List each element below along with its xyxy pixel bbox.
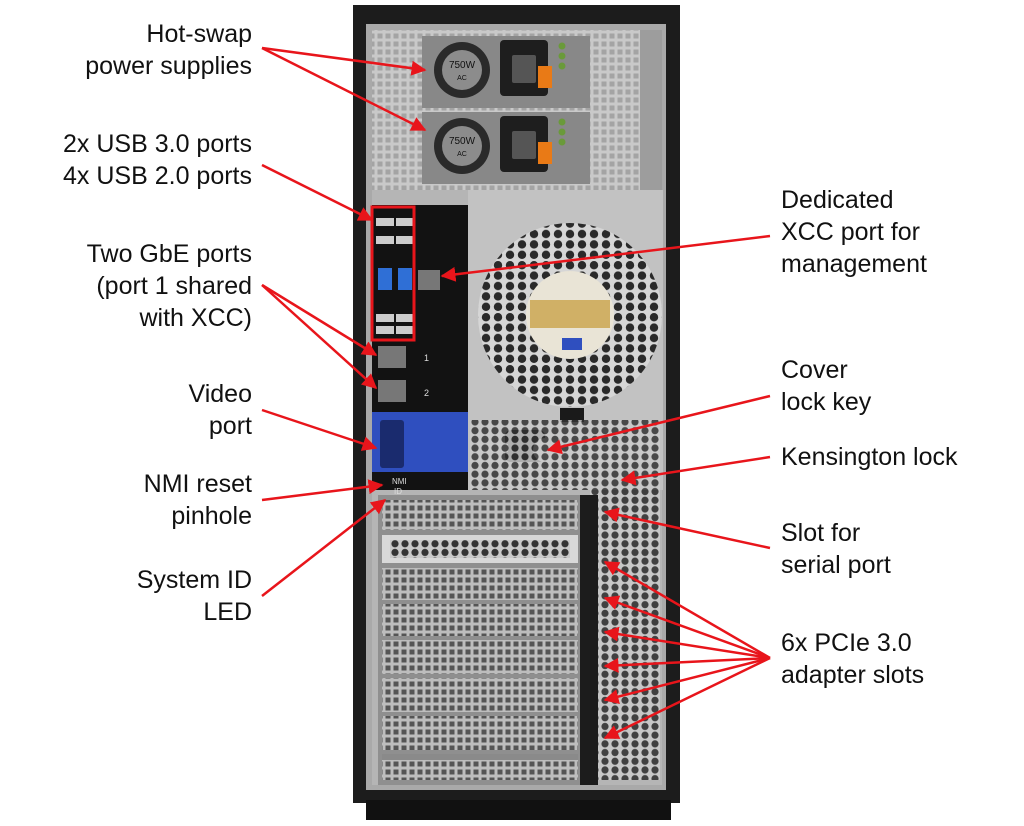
usb-highlight-box: [370, 205, 416, 342]
label-line: Kensington lock: [781, 443, 958, 471]
label-video-port: Video port: [189, 378, 253, 442]
label-kensington-lock: Kensington lock: [781, 441, 958, 473]
label-hot-swap-power-supplies: Hot-swap power supplies: [85, 18, 252, 82]
label-line: System ID: [136, 566, 252, 594]
label-line: Cover: [781, 356, 848, 384]
label-line: adapter slots: [781, 661, 925, 689]
psu1-input: AC: [457, 75, 467, 82]
label-line: 6x PCIe 3.0: [781, 629, 912, 657]
label-line: with XCC): [139, 304, 252, 332]
label-gbe-ports: Two GbE ports (port 1 shared with XCC): [87, 238, 252, 334]
io-panel: 1 2 NMI ID: [370, 205, 468, 496]
callout-arrows: [261, 46, 771, 740]
label-line: Dedicated: [781, 186, 894, 214]
label-serial-port-slot: Slot for serial port: [781, 517, 891, 581]
id-label: ID: [394, 487, 402, 496]
power-supply-1: 750W AC: [422, 36, 590, 108]
label-line: port: [208, 412, 252, 440]
label-line: NMI reset: [143, 470, 252, 498]
label-line: LED: [203, 598, 252, 626]
eth1-label: 1: [424, 353, 429, 363]
label-cover-lock-key: Cover lock key: [781, 354, 871, 418]
label-line: Slot for: [781, 519, 861, 547]
label-usb-ports: 2x USB 3.0 ports 4x USB 2.0 ports: [63, 128, 252, 192]
label-line: lock key: [781, 388, 872, 416]
psu1-rating: 750W: [449, 60, 476, 71]
label-line: Video: [188, 380, 253, 408]
label-line: management: [781, 250, 927, 278]
power-supply-2: 750W AC: [422, 112, 590, 184]
label-line: serial port: [781, 551, 891, 579]
label-line: (port 1 shared: [96, 272, 252, 300]
label-nmi-reset-pinhole: NMI reset pinhole: [144, 468, 252, 532]
label-line: pinhole: [171, 502, 252, 530]
label-line: 2x USB 3.0 ports: [63, 130, 252, 158]
label-line: Two GbE ports: [86, 240, 252, 268]
psu2-rating: 750W: [449, 136, 476, 147]
label-line: Hot-swap: [146, 20, 252, 48]
rear-fan: [478, 223, 662, 407]
label-line: XCC port for: [781, 218, 920, 246]
label-line: 4x USB 2.0 ports: [63, 162, 252, 190]
eth2-label: 2: [424, 388, 429, 398]
label-line: power supplies: [85, 52, 252, 80]
psu2-input: AC: [457, 151, 467, 158]
label-system-id-led: System ID LED: [137, 564, 252, 628]
pcie-slot-area: [378, 495, 598, 785]
label-pcie-slots: 6x PCIe 3.0 adapter slots: [781, 627, 924, 691]
label-dedicated-xcc-port: Dedicated XCC port for management: [781, 184, 927, 280]
nmi-label: NMI: [392, 477, 407, 486]
